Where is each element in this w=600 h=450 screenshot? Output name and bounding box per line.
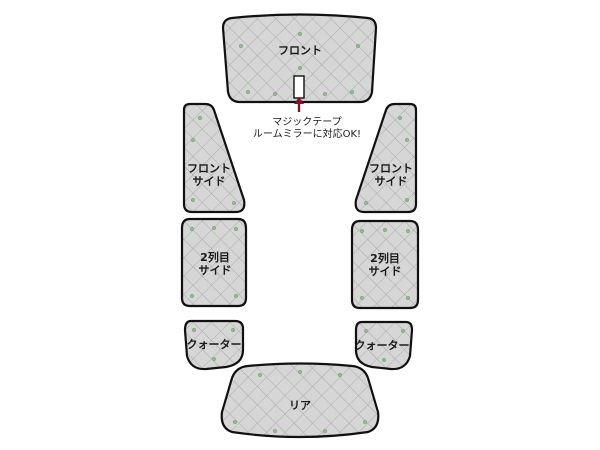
panel-front-side-left-line2: サイド	[193, 175, 226, 188]
panel-second-row-right-line2: サイド	[369, 265, 402, 278]
panel-front: フロント	[221, 13, 378, 104]
panel-second-row-left-shape	[180, 217, 248, 308]
panel-front-side-right-line2: サイド	[375, 175, 408, 188]
panel-front-side-right-shape	[354, 102, 418, 214]
panel-front-side-right: フロント サイド	[354, 102, 418, 214]
panel-front-side-left: フロント サイド	[182, 102, 246, 214]
panel-second-row-right-line1: 2列目	[370, 251, 400, 265]
panel-rear-shape	[220, 362, 380, 439]
panel-second-row-left-line1: 2列目	[200, 250, 230, 264]
panel-quarter-right-shape	[354, 320, 414, 371]
panel-rear-label: リア	[289, 399, 311, 412]
rivets-front-side-right	[363, 115, 410, 206]
rivets-front	[238, 31, 361, 97]
panel-front-shape	[221, 13, 378, 104]
panel-second-row-left-line2: サイド	[199, 264, 232, 277]
rivets-front-side-left	[190, 115, 237, 206]
rivets-quarter-left	[191, 327, 236, 362]
mirror-cutout	[293, 75, 305, 99]
panel-quarter-left: クォーター	[183, 319, 245, 371]
panel-quarter-right: クォーター	[354, 320, 414, 371]
panel-front-side-right-line1: フロント	[369, 162, 413, 175]
rivets-quarter-right	[363, 328, 406, 363]
panel-front-side-left-shape	[182, 102, 246, 214]
rivets-second-row-right	[359, 227, 411, 301]
panel-second-row-right-shape	[350, 219, 420, 310]
panel-quarter-left-label: クォーター	[187, 338, 242, 351]
panel-second-row-right: 2列目 サイド	[350, 219, 420, 310]
panel-quarter-right-label: クォーター	[355, 339, 410, 352]
arrow-up-icon	[294, 97, 304, 104]
panel-rear: リア	[220, 362, 380, 439]
panel-quarter-left-shape	[183, 319, 245, 371]
panel-front-label: フロント	[278, 44, 322, 57]
rivets-second-row-left	[189, 225, 239, 299]
note-line-2: ルームミラーに対応OK!	[253, 127, 361, 140]
panel-second-row-left: 2列目 サイド	[180, 217, 248, 308]
panel-front-side-left-line1: フロント	[187, 162, 231, 175]
mirror-note: マジックテープ ルームミラーに対応OK!	[253, 97, 361, 140]
note-line-1: マジックテープ	[272, 116, 341, 128]
rivets-rear	[232, 369, 368, 434]
